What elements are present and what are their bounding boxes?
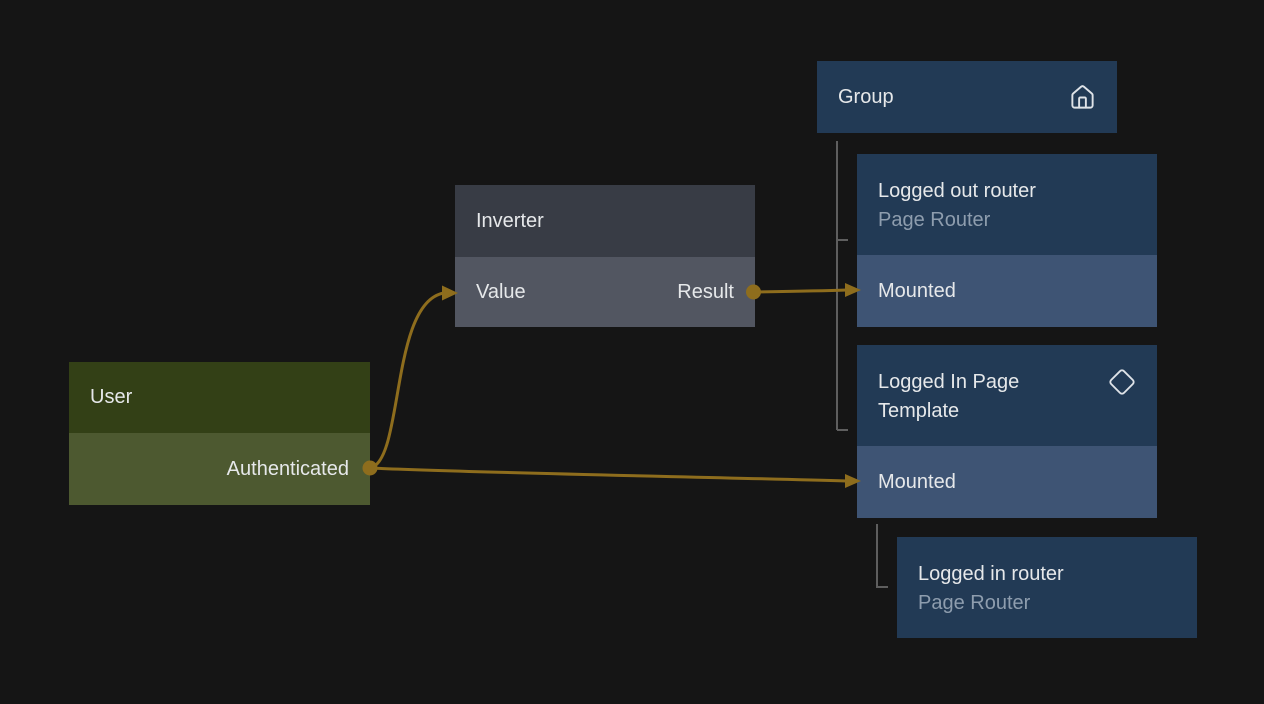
- node-logged-in-router[interactable]: Logged in router Page Router: [897, 537, 1197, 638]
- node-logged-in-page-template[interactable]: Logged In Page Template Mounted: [857, 345, 1157, 518]
- node-logged-in-router-header[interactable]: Logged in router Page Router: [897, 537, 1197, 638]
- node-title: Logged In Page Template: [878, 371, 1020, 422]
- input-port-label: Mounted: [878, 470, 956, 493]
- port-row-value-result[interactable]: Value Result: [455, 257, 755, 327]
- wire-result-to-router-mounted[interactable]: [752, 288, 848, 294]
- node-group-header[interactable]: Group: [817, 61, 1117, 133]
- node-inverter[interactable]: Inverter Value Result: [455, 185, 755, 327]
- diamond-icon: [1108, 368, 1136, 396]
- node-logged-in-page-template-header[interactable]: Logged In Page Template: [857, 345, 1157, 446]
- node-group[interactable]: Group: [817, 61, 1117, 133]
- node-subtitle: Page Router: [918, 592, 1031, 614]
- port-row-authenticated[interactable]: Authenticated: [69, 433, 370, 505]
- node-inverter-header[interactable]: Inverter: [455, 185, 755, 257]
- node-title: Logged out router: [878, 180, 1036, 202]
- wire-authenticated-to-template-mounted[interactable]: [369, 466, 848, 483]
- template-child-tree-connector: [876, 524, 888, 588]
- input-port-label: Mounted: [878, 279, 956, 302]
- wire-authenticated-to-value[interactable]: [369, 291, 445, 470]
- input-port-label: Value: [476, 280, 526, 303]
- group-children-tree-connector: [836, 141, 848, 431]
- node-logged-out-router-header[interactable]: Logged out router Page Router: [857, 154, 1157, 255]
- node-user[interactable]: User Authenticated: [69, 362, 370, 505]
- node-user-header[interactable]: User: [69, 362, 370, 433]
- node-subtitle: Page Router: [878, 209, 991, 231]
- node-title: Logged in router: [918, 563, 1064, 585]
- port-row-mounted[interactable]: Mounted: [857, 255, 1157, 327]
- node-title: Group: [838, 85, 894, 108]
- node-title: Inverter: [476, 209, 544, 232]
- output-port-label: Result: [677, 280, 734, 303]
- home-icon: [1069, 84, 1096, 111]
- node-logged-out-router[interactable]: Logged out router Page Router Mounted: [857, 154, 1157, 327]
- output-port-label: Authenticated: [226, 457, 349, 480]
- node-title: User: [90, 386, 133, 408]
- port-row-mounted[interactable]: Mounted: [857, 446, 1157, 518]
